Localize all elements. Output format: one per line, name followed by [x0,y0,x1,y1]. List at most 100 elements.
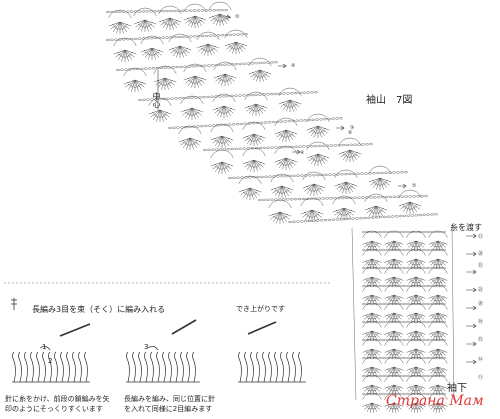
watermark-logo: Страна Мам [386,393,484,409]
shell-fan-stitch [398,189,422,214]
shell-fan-stitch [362,374,382,395]
shell-fan-stitch [428,230,448,251]
row-marker: ⑤ [412,183,417,189]
shell-fan-stitch [406,320,426,341]
shell-fan-stitch [362,284,382,305]
shell-fan-stitch [362,266,382,287]
row-marker: ⑩ [235,14,240,20]
chain-row [106,8,228,14]
shell-fan-stitch [428,356,448,377]
chain-row [203,142,373,152]
shell-fan-stitch [123,67,147,92]
shell-fan-stitch [196,31,220,56]
shell-fan-stitch [384,392,404,413]
shell-fan-stitch [212,93,236,118]
treble-symbol-icon [11,298,17,310]
hook-icon [59,323,91,337]
shell-fan-stitch [153,65,177,90]
shell-fan-stitch [332,195,356,220]
row-arrow-icon [466,341,477,347]
row-marker: ⑮ [478,337,484,343]
shell-fan-stitch [362,356,382,377]
row-marker: ⑬ [478,234,484,240]
step1-arrow-label: 2 [48,357,53,365]
shell-fan-stitch [362,338,382,359]
shell-fan-stitch [406,374,426,395]
shell-fan-stitch [384,338,404,359]
shell-fan-stitch [406,338,426,359]
shell-fan-stitch [113,37,137,62]
sleeve-edge-line [451,227,455,401]
row-marker: ⑳ [478,301,484,307]
step2-caption-line2: を入れて同様に2目編みます [124,405,213,413]
shell-fan-stitch [210,149,234,174]
shell-fan-stitch [270,173,294,198]
shell-fan-stitch [183,63,207,88]
shell-fan-stitch [384,320,404,341]
chart-title: 袖山 7図 [366,95,413,106]
step2-arrow-label: 3 [144,343,149,351]
shell-fan-stitch [384,248,404,269]
shell-fan-stitch [384,230,404,251]
row-marker: ⑥ [348,130,353,136]
shell-fan-stitch [274,145,298,170]
shell-fan-stitch [428,302,448,323]
shell-fan-stitch [242,121,266,146]
shell-fan-stitch [168,33,192,58]
row-arrow-icon [466,269,477,275]
shell-fan-stitch [242,147,266,172]
shell-fan-stitch [384,284,404,305]
row-marker: ⑪ [478,375,484,381]
shell-fan-stitch [306,113,330,138]
shell-fan-stitch [362,392,382,413]
row-marker: ⑭ [478,357,484,363]
shell-fan-stitch [334,169,358,194]
hook-icon [247,321,277,335]
chain-row [228,170,408,180]
shell-fan-stitch [274,117,298,142]
shell-fan-stitch [428,320,448,341]
shell-fan-stitch [210,123,234,148]
shell-fan-stitch [180,95,204,120]
step2-caption-line1: 長編みを編み、同じ位置に針 [124,395,215,403]
shell-fan-stitch [213,61,237,86]
shell-fan-stitch [268,199,292,224]
row-arrow-icon [466,233,477,239]
row-marker: ㉒ [478,287,484,293]
row-marker: ⑧ [291,63,296,69]
shell-fan-stitch [362,230,382,251]
sleeve-underarm-label: 袖下 [447,383,467,394]
shell-fan-stitch [300,197,324,222]
shell-fan-stitch [428,374,448,395]
shell-fan-stitch [362,248,382,269]
row-arrow-icon [466,251,477,257]
shell-fan-stitch [384,302,404,323]
shell-fan-stitch [384,266,404,287]
shell-fan-stitch [428,248,448,269]
row-arrow-icon [466,359,477,365]
shell-fan-stitch [224,29,248,54]
shell-fan-stitch [362,320,382,341]
step1-caption-line2: 印のようにそっくりすくいます [5,405,103,413]
step1-title: 長編み3目を束（そく）に編み入れる [32,305,166,314]
shell-fan-stitch [108,9,132,34]
row-arrow-icon [466,305,477,311]
shell-fan-stitch [238,175,262,200]
shell-fan-stitch [183,3,207,28]
step1-illustration [12,351,90,383]
shell-fan-stitch [406,266,426,287]
hook-icon [171,319,197,335]
shell-fan-stitch [368,165,392,190]
shell-fan-stitch [384,356,404,377]
row-arrow-icon [398,183,407,189]
shell-fan-stitch [406,284,426,305]
chain-row [138,91,318,102]
center-label: 中心 [152,92,161,108]
shell-fan-stitch [428,392,448,413]
sleeve-edge-line [351,227,357,401]
step3-caption: でき上がりです [236,305,285,313]
chain-row [106,33,248,42]
row-marker: ⑨ [350,125,355,131]
